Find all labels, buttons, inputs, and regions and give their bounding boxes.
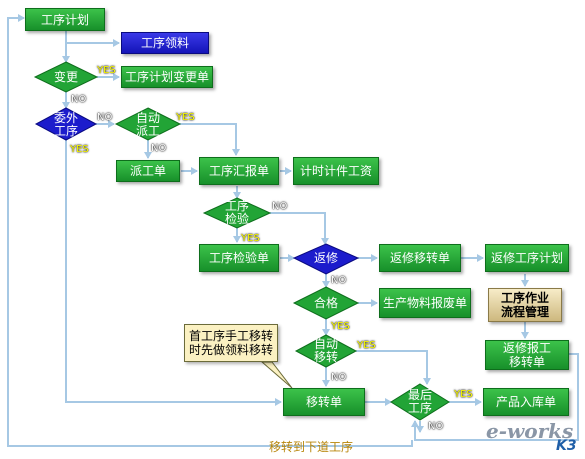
yes-label: YES <box>97 65 116 76</box>
arrow-plan-to-picking <box>65 31 120 47</box>
no-label: NO <box>331 275 347 286</box>
note-callout-tail <box>260 361 293 389</box>
auto-transfer-diamond <box>294 334 358 368</box>
no-label: NO <box>272 201 288 212</box>
flow-management-label: 工序作业流程管理 <box>500 291 549 319</box>
arrow-loop-back-to-plan <box>7 14 413 447</box>
piecework-wage-node: 计时计件工资 <box>293 157 379 185</box>
yes-label: YES <box>454 389 473 400</box>
outsourced-diamond <box>34 107 98 141</box>
rework-transfer-node: 返修移转单 <box>379 244 461 272</box>
arrow-auto-transfer-to-last <box>356 350 431 385</box>
auto-dispatch-label: 自动派工 <box>135 111 160 138</box>
rework-plan-label: 返修工序计划 <box>490 251 563 265</box>
last-process-diamond <box>390 383 450 421</box>
watermark-suffix: K3 <box>556 438 577 454</box>
warehousing-label: 产品入库单 <box>495 395 556 409</box>
rework-report-label: 返修报工移转单 <box>502 341 551 369</box>
transfer-order-node: 移转单 <box>283 388 365 416</box>
material-picking-node: 工序领料 <box>121 32 209 54</box>
process-report-label: 工序汇报单 <box>208 164 269 178</box>
plan-change-order-label: 工序计划变更单 <box>124 70 209 84</box>
no-label: NO <box>151 143 167 154</box>
watermark-logo: e-works <box>486 419 574 443</box>
piecework-wage-label: 计时计件工资 <box>299 164 372 178</box>
rework-plan-node: 返修工序计划 <box>485 244 569 272</box>
inspection-label: 工序检验 <box>224 199 249 226</box>
process-plan-node: 工序计划 <box>25 8 105 31</box>
change-label: 变更 <box>53 69 78 84</box>
arrow-auto-dispatch-to-report <box>180 123 240 156</box>
auto-dispatch-diamond <box>114 107 182 141</box>
rework-diamond <box>292 243 360 275</box>
pass-label: 合格 <box>313 295 338 310</box>
auto-transfer-label: 自动移转 <box>313 337 338 364</box>
arrow-rework-report-to-transfer-line <box>411 353 579 441</box>
dispatch-order-label: 派工单 <box>129 164 166 178</box>
material-scrap-label: 生产物料报废单 <box>382 296 467 310</box>
dispatch-order-node: 派工单 <box>116 160 180 182</box>
yes-label: YES <box>241 233 260 244</box>
no-label: NO <box>97 112 113 123</box>
yes-label: YES <box>331 321 350 332</box>
yes-label: YES <box>70 144 89 155</box>
rework-report-node: 返修报工移转单 <box>485 340 569 370</box>
arrow-outsourced-to-transfer <box>65 140 282 406</box>
warehousing-node: 产品入库单 <box>483 388 569 416</box>
manual-transfer-note-text: 首工序手工移转时先做领料移转 <box>189 329 274 357</box>
loop-back-caption: 移转到下道工序 <box>268 440 353 454</box>
last-process-label: 最后工序 <box>407 388 432 415</box>
process-plan-label: 工序计划 <box>40 12 89 27</box>
no-label: NO <box>331 372 347 383</box>
inspection-diamond <box>202 197 272 229</box>
arrow-inspection-to-rework <box>270 212 329 245</box>
rework-transfer-label: 返修移转单 <box>389 251 450 265</box>
manual-transfer-note: 首工序手工移转时先做领料移转 <box>184 324 278 362</box>
material-picking-label: 工序领料 <box>140 36 189 50</box>
transfer-order-label: 移转单 <box>305 395 342 409</box>
material-scrap-node: 生产物料报废单 <box>379 288 471 318</box>
outsourced-label: 委外工序 <box>53 111 78 138</box>
flow-management-node: 工序作业流程管理 <box>488 288 562 322</box>
inspection-order-node: 工序检验单 <box>199 244 279 272</box>
process-report-node: 工序汇报单 <box>199 157 279 185</box>
inspection-order-label: 工序检验单 <box>208 251 269 265</box>
yes-label: YES <box>357 340 376 351</box>
yes-label: YES <box>176 112 195 123</box>
change-diamond <box>33 61 99 93</box>
no-label: NO <box>71 94 87 105</box>
pass-diamond <box>292 286 360 320</box>
rework-label: 返修 <box>313 250 338 265</box>
plan-change-order-node: 工序计划变更单 <box>121 66 213 88</box>
no-label: NO <box>428 421 444 432</box>
